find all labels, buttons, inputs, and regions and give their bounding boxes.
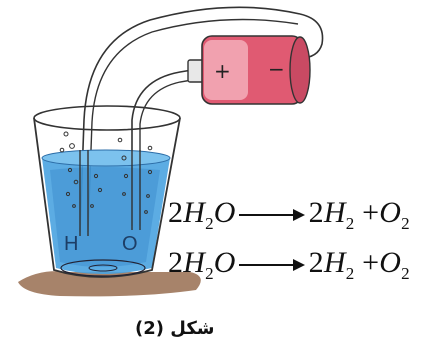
glass-label-o: O bbox=[122, 233, 138, 255]
reactant-hydrogen: H bbox=[183, 246, 205, 279]
product-oxygen-subscript: 2 bbox=[401, 264, 410, 283]
battery-positive-symbol: + bbox=[214, 59, 231, 83]
reaction-arrow bbox=[239, 258, 305, 272]
product-hydrogen-coefficient: 2 bbox=[309, 246, 324, 279]
plus-sign: + bbox=[362, 196, 379, 229]
plus-sign: + bbox=[362, 246, 379, 279]
reactant-coefficient: 2 bbox=[168, 246, 183, 279]
reactant-hydrogen-subscript: 2 bbox=[205, 264, 214, 283]
product-hydrogen-subscript: 2 bbox=[346, 214, 355, 233]
product-hydrogen: H bbox=[324, 196, 346, 229]
reactant-coefficient: 2 bbox=[168, 196, 183, 229]
battery-negative-symbol: − bbox=[268, 57, 285, 81]
product-hydrogen-coefficient: 2 bbox=[309, 196, 324, 229]
reactant-oxygen: O bbox=[214, 246, 236, 279]
glass-label-h: H bbox=[64, 233, 78, 255]
battery: + − bbox=[188, 36, 310, 104]
product-oxygen: O bbox=[379, 196, 401, 229]
reactant-hydrogen: H bbox=[183, 196, 205, 229]
product-hydrogen-subscript: 2 bbox=[346, 264, 355, 283]
figure-caption: شكل (2) bbox=[135, 318, 215, 339]
reactant-oxygen: O bbox=[214, 196, 236, 229]
product-oxygen: O bbox=[379, 246, 401, 279]
reactant-hydrogen-subscript: 2 bbox=[205, 214, 214, 233]
product-hydrogen: H bbox=[324, 246, 346, 279]
reaction-arrow bbox=[239, 208, 305, 222]
glass: H O bbox=[34, 106, 180, 277]
product-oxygen-subscript: 2 bbox=[401, 214, 410, 233]
